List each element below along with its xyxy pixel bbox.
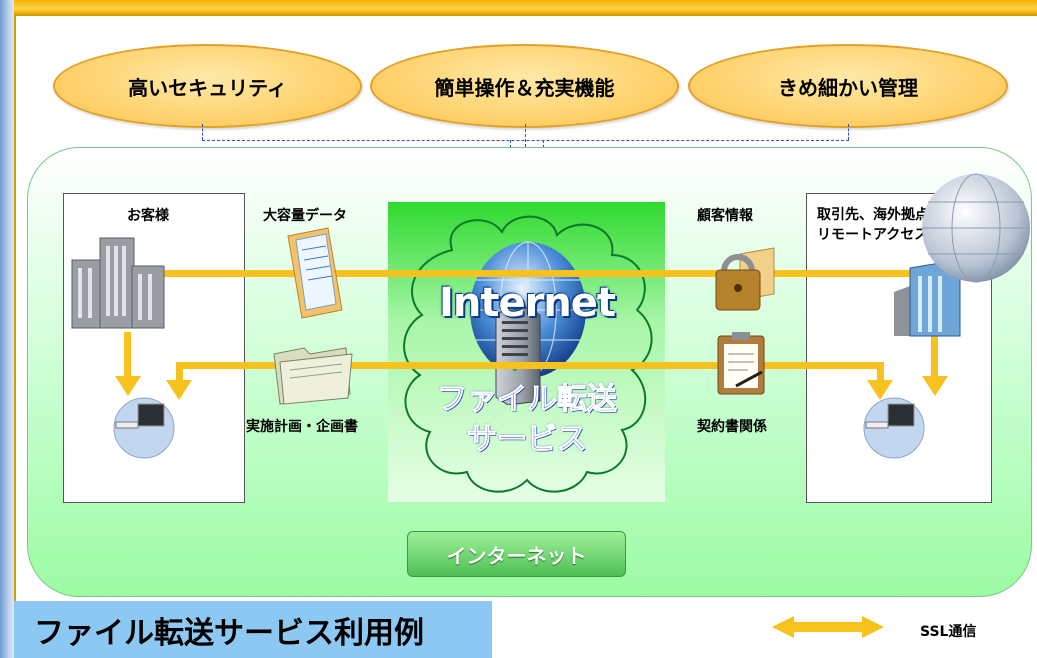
page-title: ファイル転送サービス利用例 bbox=[14, 601, 492, 658]
service-name: ファイル転送 サービス bbox=[392, 380, 662, 460]
server-icon bbox=[495, 306, 541, 405]
arrowhead-customer bbox=[115, 376, 141, 396]
service-name-line2: サービス bbox=[467, 422, 588, 458]
padlock-icon bbox=[715, 247, 775, 311]
world-globe-icon bbox=[922, 173, 1030, 283]
cloud-icon bbox=[403, 215, 653, 493]
building-icon bbox=[71, 237, 165, 329]
frame-divider-top bbox=[14, 14, 1037, 16]
lower-left-drop bbox=[176, 362, 183, 384]
dash-connector-right-v bbox=[848, 124, 849, 140]
plan-docs-label: 実施計画・企画書 bbox=[246, 419, 358, 435]
internet-word: Internet bbox=[438, 280, 616, 326]
feature-label-management: きめ細かい管理 bbox=[778, 75, 918, 100]
ssl-legend-arrow-icon bbox=[772, 616, 884, 638]
ssl-legend-label: SSL通信 bbox=[920, 624, 977, 640]
arrowhead-lower-left bbox=[166, 380, 192, 400]
ssl-line-upper bbox=[150, 270, 920, 277]
feature-pill-security: 高いセキュリティ bbox=[53, 44, 362, 128]
left-frame-bar bbox=[0, 0, 14, 658]
service-name-line1: ファイル転送 bbox=[437, 382, 618, 418]
partner-down-line bbox=[931, 332, 938, 380]
feature-pill-management: きめ細かい管理 bbox=[688, 44, 1008, 128]
dash-connector-left-v bbox=[202, 124, 203, 140]
ssl-line-lower bbox=[180, 362, 883, 369]
feature-label-security: 高いセキュリティ bbox=[128, 75, 287, 100]
feature-label-easy-operation: 簡単操作＆充実機能 bbox=[434, 75, 615, 100]
arrowhead-partner bbox=[922, 376, 948, 396]
top-frame-bar bbox=[0, 0, 1037, 14]
partner-building-icon bbox=[894, 262, 961, 337]
internet-tag: インターネット bbox=[407, 531, 626, 577]
pc-globe-icon-right bbox=[863, 397, 925, 459]
arrowhead-lower-right bbox=[867, 380, 893, 400]
lower-right-drop bbox=[877, 362, 884, 384]
document-folder-icon bbox=[287, 227, 343, 319]
frame-divider-left bbox=[14, 14, 16, 658]
customer-down-line bbox=[124, 332, 131, 380]
clipboard-icon bbox=[717, 332, 765, 395]
bulk-data-label: 大容量データ bbox=[263, 208, 347, 224]
feature-pill-easy-operation: 簡単操作＆充実機能 bbox=[370, 44, 679, 128]
customer-label: お客様 bbox=[127, 208, 169, 224]
customer-info-label: 顧客情報 bbox=[697, 208, 753, 224]
contracts-label: 契約書関係 bbox=[697, 419, 767, 435]
open-folder-icon bbox=[273, 347, 353, 405]
pc-globe-icon-left bbox=[113, 397, 175, 459]
